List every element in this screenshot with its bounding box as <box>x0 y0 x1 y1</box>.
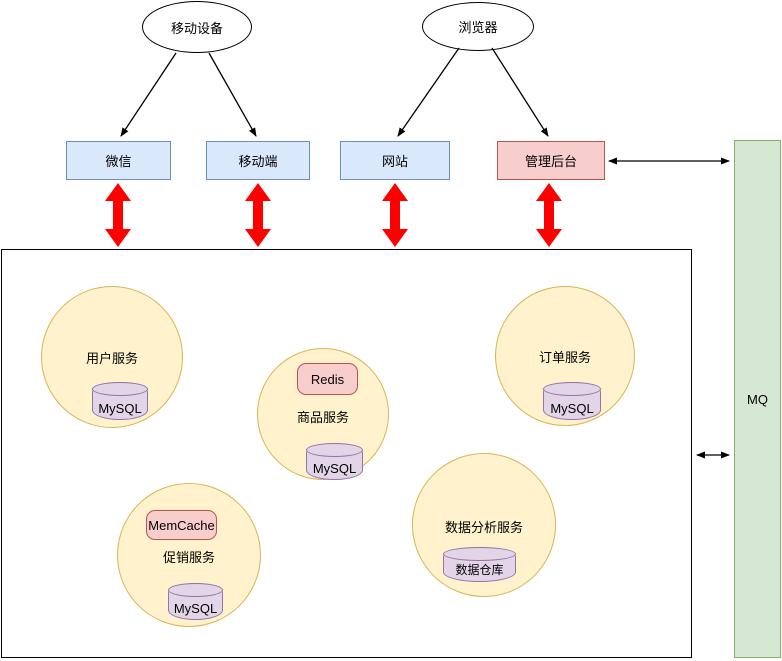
node-mobile-device: 移动设备 <box>142 1 252 53</box>
red-arrow-wechat-container <box>105 183 131 247</box>
arrow-mobiledevice-to-wechat <box>120 52 177 137</box>
node-wechat: 微信 <box>66 141 171 180</box>
cache-memcache: MemCache <box>146 510 217 540</box>
node-wechat-label: 微信 <box>105 154 132 169</box>
db-product-mysql-label: MySQL <box>312 461 357 476</box>
node-mq-label: MQ <box>747 391 768 407</box>
cache-redis-label: Redis <box>310 371 345 387</box>
node-admin-backend: 管理后台 <box>497 141 605 180</box>
node-mobile-device-label: 移动设备 <box>170 20 223 36</box>
arrow-browser-to-website <box>397 47 460 137</box>
red-arrow-website-container <box>382 183 408 247</box>
db-order-mysql-cylinder: MySQL <box>543 382 601 420</box>
db-warehouse-label: 数据仓库 <box>455 563 504 577</box>
service-product-label: 商品服务 <box>296 410 349 425</box>
node-mq: MQ <box>734 140 781 658</box>
service-promo-label: 促销服务 <box>162 550 215 565</box>
cache-memcache-label: MemCache <box>148 517 215 533</box>
red-arrow-mobileclient-container <box>245 183 271 247</box>
node-browser: 浏览器 <box>422 2 534 51</box>
cache-redis: Redis <box>297 363 358 395</box>
db-user-mysql-cylinder: MySQL <box>92 382 148 420</box>
db-promo-mysql-label: MySQL <box>173 601 218 616</box>
service-user-label: 用户服务 <box>85 351 138 366</box>
node-browser-label: 浏览器 <box>458 20 498 35</box>
db-promo-mysql-cylinder: MySQL <box>168 583 223 620</box>
node-admin-backend-label: 管理后台 <box>524 154 577 169</box>
node-mobile-client: 移动端 <box>206 141 310 180</box>
db-warehouse-cylinder: 数据仓库 <box>443 547 516 582</box>
service-order-label: 订单服务 <box>538 350 591 365</box>
red-arrow-admin-container <box>536 183 562 247</box>
db-order-mysql-label: MySQL <box>550 401 594 416</box>
service-analytics-label: 数据分析服务 <box>444 520 523 535</box>
node-website: 网站 <box>340 141 450 180</box>
node-website-label: 网站 <box>381 154 408 169</box>
db-product-mysql-cylinder: MySQL <box>306 443 363 480</box>
db-user-mysql-label: MySQL <box>98 401 142 416</box>
node-mobile-client-label: 移动端 <box>238 154 278 169</box>
arrow-browser-to-admin <box>491 47 549 137</box>
arrow-mobiledevice-to-mobileclient <box>208 52 257 137</box>
